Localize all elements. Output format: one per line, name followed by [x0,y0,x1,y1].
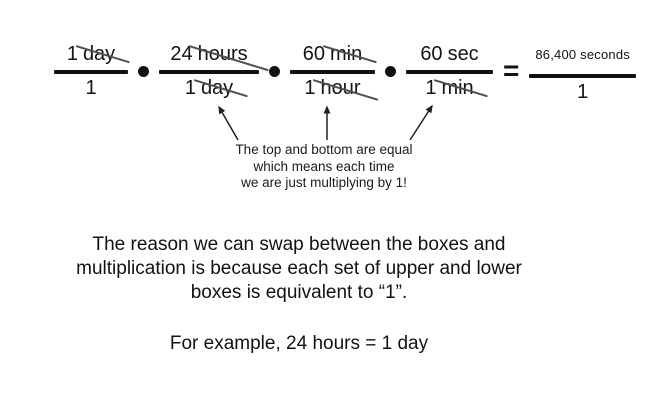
numerator-unit-text: min [330,43,363,65]
annotation-arrow-right-icon [409,104,433,141]
fraction-numerator: 60 sec [406,32,493,70]
numerator-value: 24 [170,43,193,65]
annotation-arrows [218,104,433,141]
denominator-unit: hour [312,77,378,102]
multiplication-dot-icon [138,66,149,77]
unit-conversion-equation: 1 day 1 24 hours [54,28,636,115]
fraction-bar [406,70,493,74]
fraction-denominator: 1 day [159,74,259,111]
numerator-value: 60 [420,43,443,65]
fraction-bar [529,74,636,78]
fraction-1day-over-1: 1 day 1 [54,32,130,111]
annotation-note: The top and bottom are equal which means… [235,142,413,190]
denominator-value: 1 [184,77,196,99]
annotation-arrow-left-icon [218,105,239,141]
numerator-value: 60 [302,43,325,65]
denominator-value: 1 [85,77,97,99]
fraction-24hours-over-1day: 24 hours 1 day [159,32,269,111]
fraction-numerator: 1 day [54,32,130,70]
numerator-unit-text: sec [447,43,479,65]
fraction-numerator: 24 hours [159,32,269,72]
fraction-result: 86,400 seconds 1 [529,28,636,115]
denominator-unit-text: hour [320,77,361,99]
numerator-value: 1 [66,43,78,65]
fraction-60min-over-1hour: 60 min 1 hour [290,32,378,111]
denominator-unit: min [433,77,488,100]
denominator-unit: day [193,77,248,100]
explanation-paragraph: The reason we can swap between the boxes… [76,234,522,303]
numerator-unit-text: hours [197,43,248,65]
equals-sign: = [503,54,520,86]
result-denominator: 1 [577,81,589,103]
fraction-bar [54,70,128,74]
numerator-unit: hours [188,43,269,72]
numerator-unit: sec [443,43,479,66]
numerator-unit: day [75,43,130,66]
fraction-denominator: 1 min [406,74,493,111]
denominator-value: 1 [425,77,437,99]
fraction-denominator: 1 [54,74,128,111]
denominator-unit-text: day [200,77,234,99]
fraction-bar [290,70,375,74]
fraction-denominator: 1 hour [290,74,378,111]
example-line: For example, 24 hours = 1 day [169,333,429,354]
multiplication-dot-icon [385,66,396,77]
fraction-numerator: 60 min [290,32,377,70]
denominator-value: 1 [304,77,316,99]
multiplication-dot-icon [269,66,280,77]
result-numerator: 86,400 seconds [535,47,630,62]
fraction-bar [159,70,259,74]
numerator-unit: min [322,43,377,66]
numerator-unit-text: day [82,43,116,65]
denominator-unit-text: min [441,77,474,99]
fraction-60sec-over-1min: 60 sec 1 min [406,32,493,111]
